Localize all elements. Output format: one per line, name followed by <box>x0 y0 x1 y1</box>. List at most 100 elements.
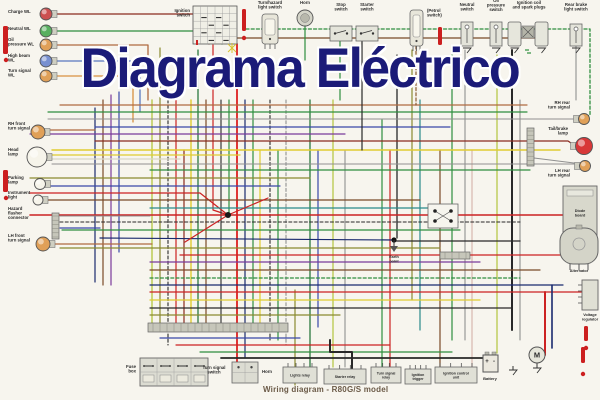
wires <box>29 13 591 386</box>
svg-text:relay: relay <box>382 375 390 379</box>
svg-text:Turn signal: Turn signal <box>377 371 396 375</box>
red-marker-bar <box>242 9 246 31</box>
ground-symbol <box>509 366 518 376</box>
svg-text:Ignition control: Ignition control <box>443 371 468 375</box>
component-starter-relay: Starter relay <box>323 365 367 385</box>
red-marker-dot <box>241 35 247 41</box>
component-main-junction <box>225 212 231 218</box>
svg-text:Ignition: Ignition <box>412 373 425 377</box>
svg-text:unit: unit <box>453 375 460 379</box>
svg-text:Charge WL: Charge WL <box>8 9 31 14</box>
component-horn: Horn <box>296 0 314 27</box>
wire <box>56 13 210 45</box>
svg-text:M: M <box>534 351 540 360</box>
red-marker-dot <box>3 57 9 63</box>
svg-text:Battery: Battery <box>483 376 498 381</box>
wire <box>56 75 134 123</box>
diagram-caption: Wiring diagram - R80G/S model <box>263 385 389 394</box>
component-rear-harness-connector <box>526 127 535 167</box>
component-main-harness-connector <box>147 322 289 333</box>
component-horn-relay-block: Horn <box>231 361 272 384</box>
wire <box>56 44 149 101</box>
wire <box>56 60 141 113</box>
svg-text:Neutral WL: Neutral WL <box>8 26 31 31</box>
wire <box>94 140 575 146</box>
svg-text:Starter relay: Starter relay <box>335 375 355 379</box>
wire <box>212 44 229 216</box>
svg-text:+: + <box>485 359 489 365</box>
red-marker-dot <box>580 371 586 377</box>
svg-text:-: - <box>493 359 495 365</box>
component-lights-relay: Lights relay <box>282 363 318 384</box>
component-alternator: Alternator <box>559 224 599 273</box>
svg-text:Lights relay: Lights relay <box>290 373 310 377</box>
component-neutral-wl: Neutral WL <box>8 24 58 38</box>
wire <box>533 157 575 164</box>
svg-text:Horn: Horn <box>262 369 272 374</box>
svg-text:Alternator: Alternator <box>570 268 589 273</box>
component-battery: +- Battery <box>482 351 499 381</box>
wire <box>184 214 229 243</box>
red-marker-bar <box>581 347 585 363</box>
wire <box>227 197 269 216</box>
component-aux-connector <box>439 251 471 260</box>
svg-text:trigger: trigger <box>412 377 424 381</box>
red-marker-bar <box>3 170 8 192</box>
component-flasher-connector <box>427 203 459 229</box>
component-charge-wl: Charge WL <box>8 7 58 21</box>
component-starter-motor: M <box>528 346 546 374</box>
red-marker-bar <box>584 326 588 341</box>
svg-text:Horn: Horn <box>300 0 310 5</box>
